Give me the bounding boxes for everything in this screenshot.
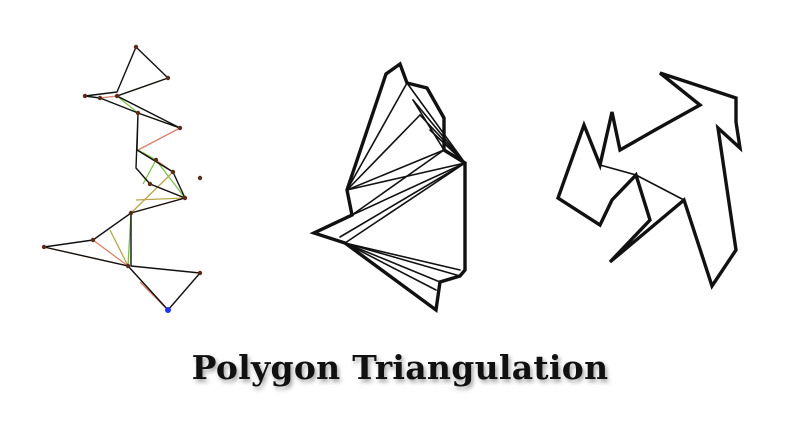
right-outline xyxy=(555,71,743,290)
left-vertex-dots xyxy=(41,44,203,276)
start-vertex-dot xyxy=(165,307,171,313)
middle-polygon xyxy=(309,61,467,314)
left-polygon xyxy=(41,44,203,313)
right-polygon xyxy=(555,71,743,290)
left-outline xyxy=(43,46,201,311)
figure-caption: Polygon Triangulation xyxy=(191,348,609,387)
left-diagonals xyxy=(43,77,186,311)
middle-diagonals xyxy=(339,82,466,291)
middle-outline xyxy=(309,61,467,314)
